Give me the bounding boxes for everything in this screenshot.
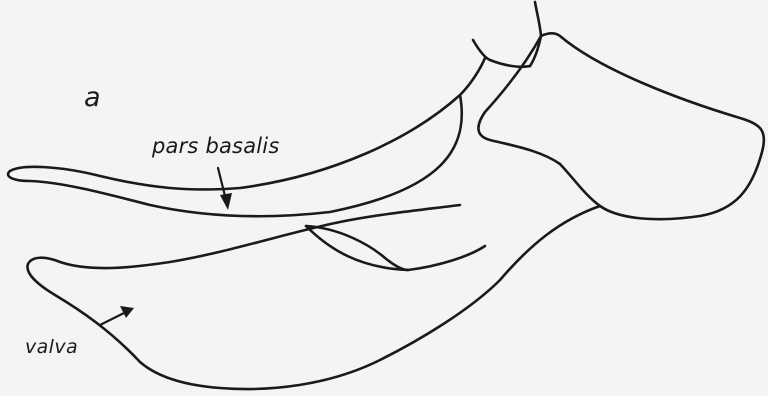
lower-connector-outline [140,206,600,389]
inner-fold-outline [306,226,408,270]
stem-outline [530,2,541,66]
pars-basalis-arrowhead [220,193,232,210]
panel-letter: a [84,84,101,111]
connector-outline [460,58,485,95]
valva-arrowhead [120,306,134,318]
valva-outline [27,205,460,362]
inner-lobe-outline [306,226,485,270]
pars-basalis-label: pars basalis [152,136,279,157]
valva-arrow [100,313,124,325]
right-lobe-outline [478,33,764,219]
valva-label: valva [25,338,78,357]
